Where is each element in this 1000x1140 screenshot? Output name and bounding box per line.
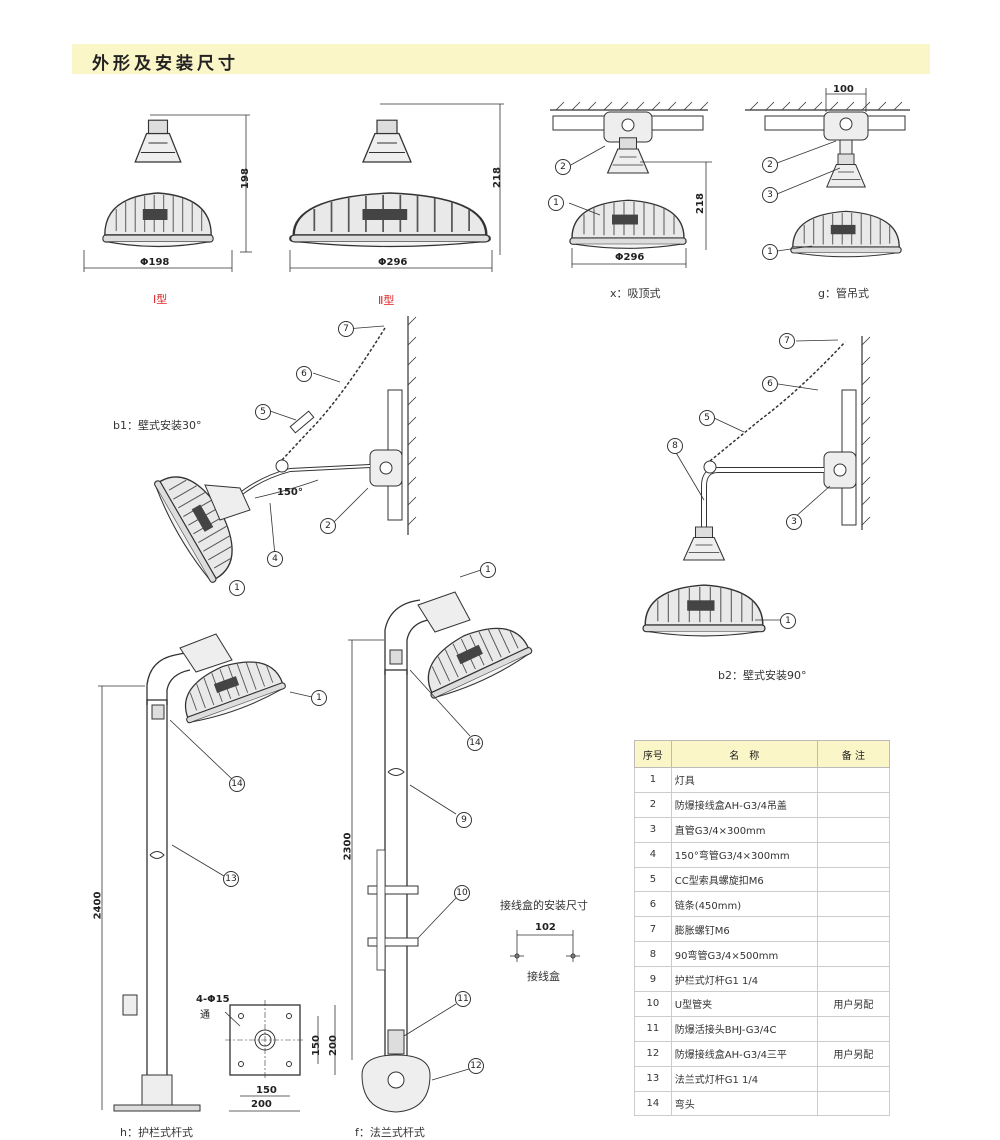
callout-4: 4 [267, 551, 283, 567]
callout-7: 7 [338, 321, 354, 337]
rail-pole-drawing [98, 633, 313, 1112]
callout-6: 6 [762, 376, 778, 392]
wall-mount-30-drawing [149, 316, 417, 587]
callout-5: 5 [255, 404, 271, 420]
parts-table-header: 序号 名 称 备 注 [634, 740, 891, 768]
dim-flange-outer-width: 200 [251, 1099, 272, 1110]
callout-3: 3 [786, 514, 802, 530]
dim-pendant-width: 100 [833, 84, 854, 95]
callout-1: 1 [780, 613, 796, 629]
callout-11: 11 [455, 991, 471, 1007]
junction-box-drawing [510, 930, 580, 962]
callout-14: 14 [467, 735, 483, 751]
type1-label: Ⅰ型 [153, 293, 168, 306]
dim-flange-pole-height: 2300 [342, 832, 354, 861]
flange-pole-drawing [348, 567, 535, 1113]
flange-plate-drawing [224, 1000, 336, 1112]
callout-10: 10 [454, 885, 470, 901]
callout-2: 2 [320, 518, 336, 534]
dim-flange-outer-height: 200 [327, 1035, 339, 1056]
dim-ceiling-height: 218 [694, 193, 706, 214]
type2-label: Ⅱ型 [378, 294, 395, 307]
dim-junction-width: 102 [535, 922, 556, 933]
callout-9: 9 [456, 812, 472, 828]
lamp-type2-drawing [289, 103, 504, 272]
wall-mount-90-label: b2：壁式安装90° [718, 669, 807, 682]
callout-1: 1 [548, 195, 564, 211]
flange-pole-label: f：法兰式杆式 [355, 1126, 425, 1139]
callout-12: 12 [468, 1058, 484, 1074]
header-name: 名 称 [670, 740, 818, 768]
callout-1: 1 [480, 562, 496, 578]
dim-rail-pole-height: 2400 [92, 891, 104, 920]
dim-flange-inner-height: 150 [310, 1035, 322, 1056]
pipe-pendant-drawing [745, 88, 910, 258]
callout-1: 1 [311, 690, 327, 706]
rail-pole-label: h：护栏式杆式 [120, 1126, 193, 1139]
header-num: 序号 [634, 740, 672, 768]
ceiling-mount-drawing [550, 101, 712, 268]
dim-type2-diameter: Φ296 [378, 257, 408, 268]
callout-3: 3 [762, 187, 778, 203]
wall-mount-30-label: b1：壁式安装30° [113, 419, 202, 432]
lamp-type1-drawing [83, 114, 252, 272]
dim-bend-angle: 150° [277, 487, 303, 498]
callout-7: 7 [779, 333, 795, 349]
callout-1: 1 [229, 580, 245, 596]
junction-box-title: 接线盒的安装尺寸 [500, 899, 588, 912]
section-banner: 外形及安装尺寸 [72, 44, 930, 74]
dim-type1-height: 198 [239, 168, 251, 189]
dim-type2-height: 218 [491, 167, 503, 188]
callout-2: 2 [762, 157, 778, 173]
callout-2: 2 [555, 159, 571, 175]
dim-flange-holes-note: 通 [200, 1010, 210, 1021]
callout-13: 13 [223, 871, 239, 887]
dim-type1-diameter: Φ198 [140, 257, 170, 268]
dim-flange-inner-width: 150 [256, 1085, 277, 1096]
callout-1: 1 [762, 244, 778, 260]
dim-ceiling-diameter: Φ296 [615, 252, 645, 263]
callout-14: 14 [229, 776, 245, 792]
ceiling-mount-label: x：吸顶式 [610, 287, 661, 300]
pipe-pendant-label: g：管吊式 [818, 287, 869, 300]
header-note: 备 注 [816, 740, 891, 768]
wall-mount-90-drawing [642, 336, 871, 637]
callout-6: 6 [296, 366, 312, 382]
callout-5: 5 [699, 410, 715, 426]
callout-8: 8 [667, 438, 683, 454]
junction-box-caption: 接线盒 [527, 970, 560, 983]
dim-flange-holes: 4-Φ15 [196, 994, 230, 1005]
section-title: 外形及安装尺寸 [92, 54, 239, 74]
